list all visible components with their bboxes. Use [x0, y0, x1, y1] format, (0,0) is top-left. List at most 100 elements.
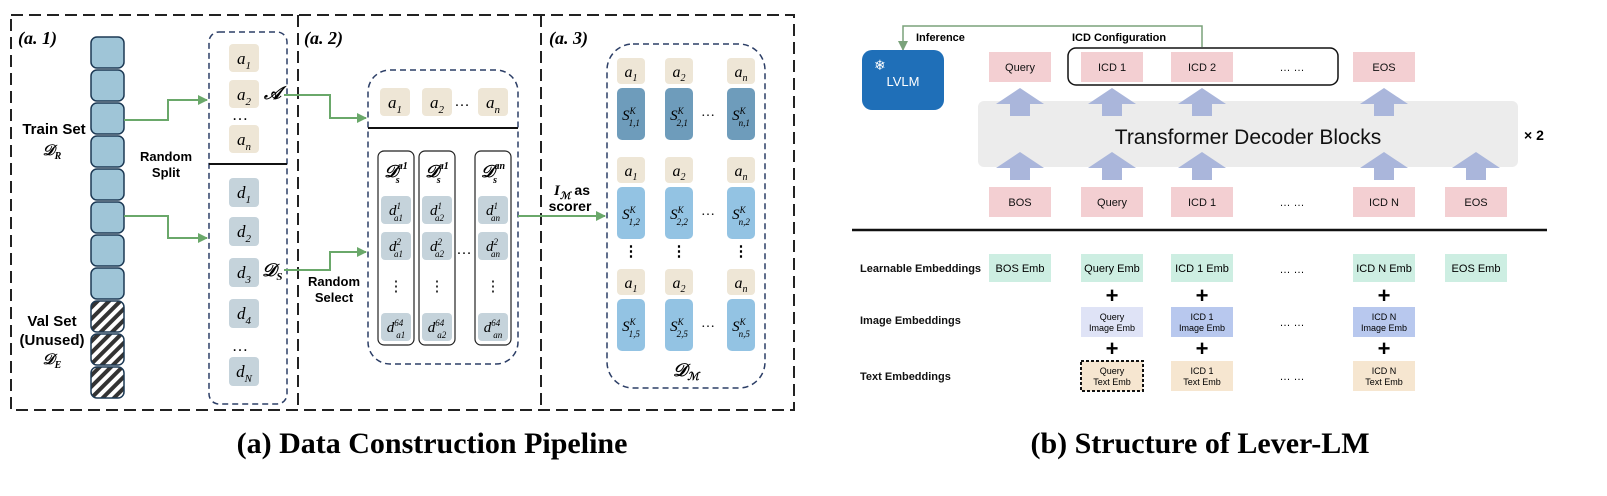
- a-item-box: [229, 125, 259, 153]
- image-emb-label-2: Image Emb: [1361, 323, 1407, 333]
- up-arrow: [1088, 152, 1136, 180]
- a3-a-label: an: [735, 163, 748, 183]
- a3-a-label: a1: [625, 163, 638, 183]
- section-label-a2: (a. 2): [304, 28, 343, 49]
- lvlm-box: [862, 50, 944, 110]
- d-item-box: [229, 217, 259, 246]
- dataset-stack: [90, 36, 125, 399]
- text-emb-label: Query: [1100, 366, 1125, 376]
- random-select-label-2: Select: [315, 290, 354, 305]
- val-set-unused-label: (Unused): [20, 332, 85, 349]
- learnable-ellipsis: … …: [1279, 264, 1304, 276]
- top-token-label: Query: [1005, 62, 1035, 74]
- a-item-box: [229, 80, 259, 108]
- a3-vdots: ⋮: [624, 244, 639, 260]
- a2-ellipsis: …: [455, 94, 470, 110]
- plus-icon: +: [1106, 336, 1119, 361]
- text-emb-box: [1171, 361, 1233, 391]
- image-emb-ellipsis: … …: [1279, 317, 1304, 329]
- learnable-emb-label: BOS Emb: [996, 263, 1045, 275]
- a3-score-box: [617, 187, 645, 239]
- row-label: Learnable Embeddings: [860, 263, 981, 275]
- a-item-label: a1: [237, 49, 251, 72]
- bottom-token-label: BOS: [1008, 197, 1031, 209]
- row-label: Image Embeddings: [860, 315, 961, 327]
- inference-label: Inference: [916, 32, 965, 44]
- d-item-box: [229, 178, 259, 207]
- arrow-a-to-a2: [284, 94, 367, 123]
- d-item-label: d4: [237, 304, 252, 327]
- caption-a: (a) Data Construction Pipeline: [237, 427, 628, 460]
- train-set-block: [90, 201, 125, 234]
- image-emb-box: [1171, 307, 1233, 337]
- times-two-label: × 2: [1524, 127, 1544, 143]
- plus-icon: +: [1196, 336, 1209, 361]
- train-set-block: [90, 135, 125, 168]
- train-set-label: Train Set: [22, 121, 85, 138]
- top-token-box: [1081, 52, 1143, 82]
- val-set-label: Val Set: [27, 313, 76, 330]
- a3-a-label: an: [735, 64, 748, 84]
- set-a-label: 𝒜: [263, 83, 287, 103]
- a3-ellipsis: …: [701, 204, 715, 219]
- image-emb-box: [1353, 307, 1415, 337]
- a2-column-box: [422, 313, 452, 341]
- arrow-train-to-d: [124, 215, 208, 243]
- image-emb-label: Query: [1100, 312, 1125, 322]
- bottom-token-label: EOS: [1464, 197, 1487, 209]
- a2-column-box: [381, 196, 411, 224]
- up-arrow: [996, 88, 1044, 116]
- up-arrow: [1178, 152, 1226, 180]
- top-token-label: ICD 2: [1188, 62, 1216, 74]
- a3-a-label: a2: [673, 163, 686, 183]
- text-emb-label-2: Text Emb: [1365, 377, 1403, 387]
- a2-column-box: [381, 232, 411, 260]
- a2-column-frame: [418, 150, 456, 346]
- icd-config-label: ICD Configuration: [1072, 32, 1166, 44]
- a-ellipsis: …: [232, 107, 248, 124]
- top-token-label: ICD 1: [1098, 62, 1126, 74]
- transformer-block: [978, 101, 1518, 167]
- d-item-label: d2: [237, 222, 252, 245]
- a2-column-vdots: ⋮: [486, 279, 501, 295]
- a2-top-label: a1: [388, 93, 402, 116]
- plus-icon: +: [1106, 283, 1119, 308]
- learnable-emb-label: ICD N Emb: [1356, 263, 1412, 275]
- a3-score-box: [727, 187, 755, 239]
- bottom-token-label: ICD 1: [1188, 197, 1216, 209]
- image-emb-label-2: Image Emb: [1179, 323, 1225, 333]
- random-split-label: Random: [140, 149, 192, 164]
- a3-score-box: [617, 88, 645, 140]
- a3-a-box: [617, 269, 645, 295]
- up-arrow: [1088, 88, 1136, 116]
- a3-score-box: [617, 299, 645, 351]
- learnable-emb-label: ICD 1 Emb: [1175, 263, 1229, 275]
- learnable-emb-label: EOS Emb: [1452, 263, 1501, 275]
- random-split-label-2: Split: [152, 165, 181, 180]
- a3-a-box: [617, 58, 645, 84]
- text-emb-box: [1080, 360, 1144, 392]
- section-label-a1: (a. 1): [18, 28, 57, 49]
- a3-a-box: [665, 58, 693, 84]
- text-emb-label-2: Text Emb: [1183, 377, 1221, 387]
- val-set-block: [90, 300, 125, 333]
- panel-a: (a. 1) (a. 2) (a. 3) Train Set 𝒟R Val Se…: [10, 14, 795, 460]
- snowflake-icon: ❄: [874, 57, 886, 73]
- a2-column-box: [381, 313, 411, 341]
